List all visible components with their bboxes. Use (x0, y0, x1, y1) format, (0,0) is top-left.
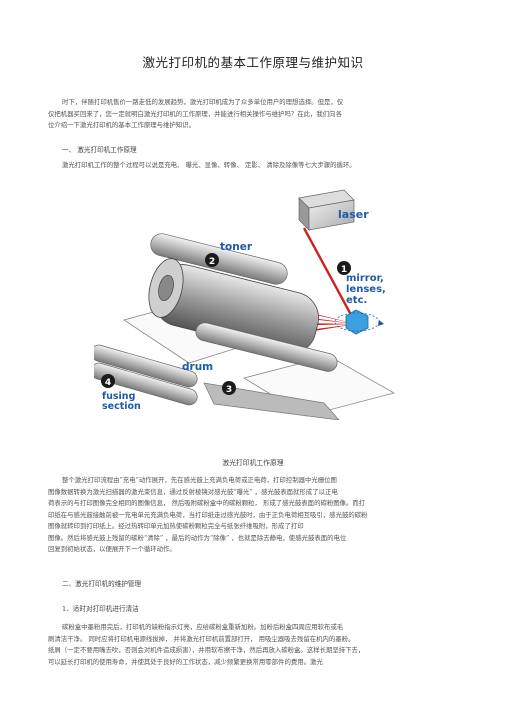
section1-line: 激光打印机工作的整个过程可以说是充电、 曝光、显像、转像、 定影、 清除及除像等… (62, 161, 356, 169)
roller-top (150, 233, 288, 285)
laser-beam (302, 227, 358, 325)
laser-label: laser (338, 208, 369, 221)
section1-text: 激光打印机工作的整个过程可以说是充电、 曝光、显像、转像、 定影、 清除及除像等… (62, 160, 472, 172)
badge-4: 4 (101, 374, 115, 388)
etc-label: etc. (346, 295, 367, 306)
fusing-rollers (94, 344, 198, 406)
svg-text:1: 1 (341, 265, 347, 275)
drum-cylinder (148, 258, 319, 355)
badge-3: 3 (222, 381, 236, 395)
svg-text:2: 2 (209, 257, 215, 267)
tail-line: 可以延长打印机的使用寿命，并使其处于良好的工作状态，减少频繁更换常用零部件的费用… (48, 657, 323, 666)
section1-heading: 一、 激光打印机工作原理 (62, 146, 137, 154)
tail-paragraph: 碳粉盒中墨粉用完后，打印机的缺粉指示灯亮，应给碳粉盒重新加粉。加粉后粉盒四周应用… (48, 622, 472, 668)
intro-line: 位介绍一下激光打印机的基本工作原理与维护知识。 (48, 121, 195, 129)
tail-line: 刷清洁干净。 同时应将打印机电源线拔掉， 并将激光打印机前置部打开， 用吸尘器吸… (48, 634, 355, 643)
base-plate (203, 382, 340, 420)
toner-label: toner (220, 241, 253, 253)
figure-caption: 激光打印机工作原理 (222, 459, 284, 467)
intro-line: 时下，伴随打印机售价一路走低的发展趋势，激光打印机成为了众多单位用户的理想选择。… (62, 98, 344, 106)
section2-heading: 二、激光打印机的维护管理 (62, 580, 142, 588)
fusing-label: fusing (102, 391, 135, 402)
mirror-label: mirror, (346, 273, 384, 284)
svg-text:3: 3 (226, 385, 232, 395)
roller-bottom (195, 322, 338, 372)
body-line: 图像。然后将感光鼓上残留的碳粉“清除” ，最后的动作为“除像” ，也就是除去静电… (48, 533, 347, 542)
badge-1: 1 (337, 261, 351, 275)
intro-paragraph: 时下，伴随打印机售价一路走低的发展趋势，激光打印机成为了众多单位用户的理想选择。… (48, 97, 472, 132)
body-line: 荷表示的与打印图像完全相同的图像信息， 然后吸附碳粉盒中的碳粉颗粒， 形成了感光… (48, 499, 366, 507)
badge-2: 2 (205, 253, 219, 267)
body-line: 印纸在与感光鼓接触前被一充电单元充满负电荷，当打印纸走过感光鼓时，由于正负电荷相… (48, 510, 368, 519)
lenses-label: lenses, (346, 284, 386, 295)
subsection-heading: 1、适时对打印机进行清洁 (62, 605, 139, 613)
body-line: 图像数据转换为激光扫描器的激光束信息，通过反射棱镜对感光鼓“曝光” ，感光鼓表面… (48, 487, 338, 496)
body-line: 回复到初始状态，以便展开下一个循环动作。 (48, 545, 176, 553)
tail-line: 碳粉盒中墨粉用完后，打印机的缺粉指示灯亮，应给碳粉盒重新加粉。加粉后粉盒四周应用… (62, 623, 344, 631)
intro-line: 仅把机器买回来了，您一定就明白激光打印机的工作原理，并能进行相关操作与维护吗？在… (48, 109, 342, 118)
svg-text:4: 4 (105, 378, 111, 388)
body-line: 整个激光打印流程由“充电”动作展开，先在感光鼓上充满负电荷或正电荷，打印控制器中… (62, 476, 337, 484)
drum-label: drum (182, 361, 213, 373)
laser-unit: laser (298, 189, 369, 231)
hexagon-mirror (334, 309, 384, 335)
printer-diagram-figure: laser (94, 189, 396, 420)
body-line: 图像就转印到打印纸上。经过热转印单元加热使碳粉颗粒完全与纸张纤维吸附，形成了打印 (48, 522, 304, 530)
body-paragraph: 整个激光打印流程由“充电”动作展开，先在感光鼓上充满负电荷或正电荷，打印控制器中… (48, 475, 472, 556)
tail-line: 纸屑（一定不要用嘴去吹，否则会对机件造成损害），并用软布擦干净，然后再放入碳粉盒… (48, 646, 365, 654)
document-title: 激光打印机的基本工作原理与维护知识 (142, 55, 364, 70)
section-label: section (102, 401, 141, 412)
